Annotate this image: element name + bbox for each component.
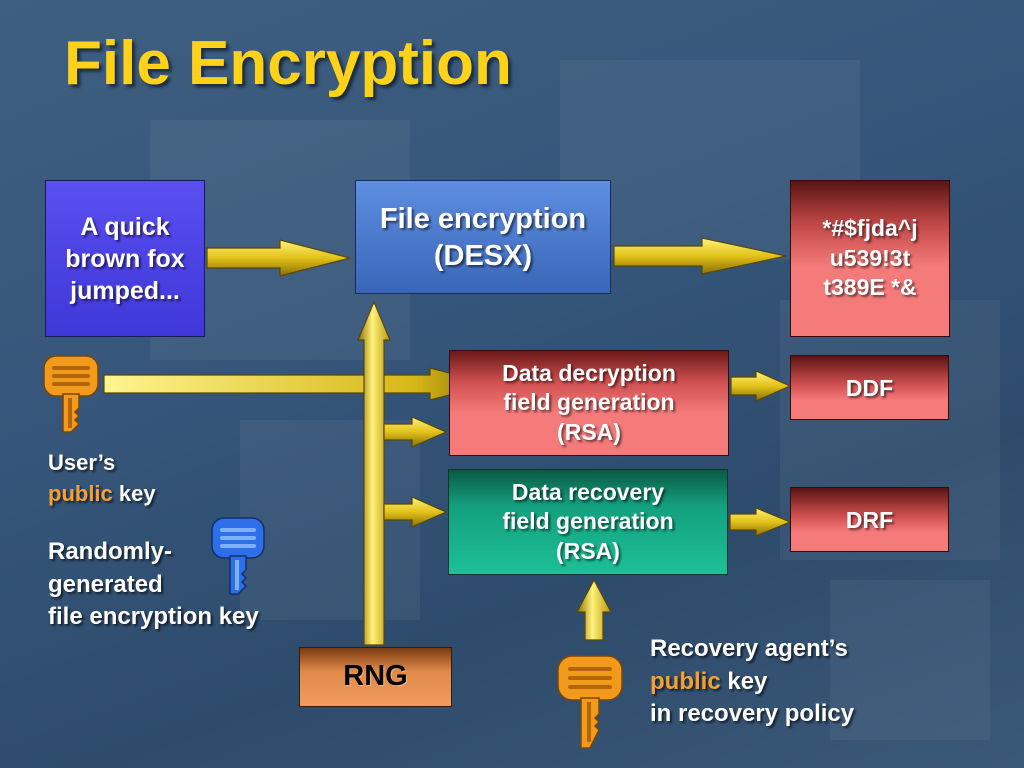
- rng-box: RNG: [299, 647, 452, 707]
- ciphertext-text: *#$fjda^j u539!3t t389E *&: [822, 215, 918, 301]
- recovery-key-label-line1: Recovery agent’s: [650, 635, 848, 662]
- random-key-label-line3: file encryption key: [48, 603, 259, 631]
- recovery-key-label-rest: key: [720, 667, 768, 695]
- random-key-label: Randomly- generated file encryption key: [48, 536, 259, 634]
- arrow-encryption-to-ciphertext: [613, 237, 787, 275]
- recovery-key-label-line3: in recovery policy: [650, 700, 855, 728]
- user-key-label: User’s public key: [48, 447, 156, 509]
- random-key-label-line1: Randomly-: [48, 538, 173, 565]
- user-key-label-line1: User’s: [48, 450, 116, 475]
- user-key-label-highlight: public: [48, 481, 113, 507]
- arrow-drf-gen-to-drf: [729, 507, 792, 537]
- arrow-ddf-gen-to-ddf: [730, 370, 792, 402]
- random-key-label-line2: generated: [48, 570, 163, 598]
- ciphertext-box: *#$fjda^j u539!3t t389E *&: [790, 180, 950, 337]
- recovery-key-label: Recovery agent’s public key in recovery …: [650, 633, 854, 731]
- arrow-user-key-to-ddf-gen: [103, 367, 493, 401]
- ddf-box: DDF: [790, 355, 949, 420]
- recovery-key-label-highlight: public: [650, 667, 721, 695]
- rng-text: RNG: [343, 660, 408, 693]
- ddf-generation-text: Data decryption field generation (RSA): [502, 359, 676, 445]
- arrow-rng-to-encryption: [357, 300, 391, 646]
- encryption-text: File encryption (DESX): [379, 203, 587, 273]
- user-key-label-rest: key: [112, 481, 156, 507]
- ddf-generation-box: Data decryption field generation (RSA): [449, 350, 729, 456]
- recovery-key-icon: [557, 655, 623, 749]
- drf-generation-text: Data recovery field generation (RSA): [502, 478, 674, 564]
- arrow-rng-to-drf-gen: [383, 496, 448, 528]
- arrow-plaintext-to-encryption: [206, 239, 351, 277]
- ddf-text: DDF: [845, 375, 894, 401]
- drf-box: DRF: [790, 487, 949, 552]
- plaintext-text: A quick brown fox jumped...: [65, 212, 185, 305]
- user-key-icon: [43, 355, 99, 433]
- drf-text: DRF: [845, 507, 894, 533]
- arrow-rng-to-ddf-gen: [383, 416, 448, 448]
- slide-title: File Encryption: [64, 29, 512, 98]
- file-key-icon: [211, 517, 265, 595]
- arrow-recovery-key-to-drf-gen: [576, 578, 612, 641]
- encryption-box: File encryption (DESX): [355, 180, 611, 294]
- drf-generation-box: Data recovery field generation (RSA): [448, 469, 728, 575]
- plaintext-box: A quick brown fox jumped...: [45, 180, 205, 337]
